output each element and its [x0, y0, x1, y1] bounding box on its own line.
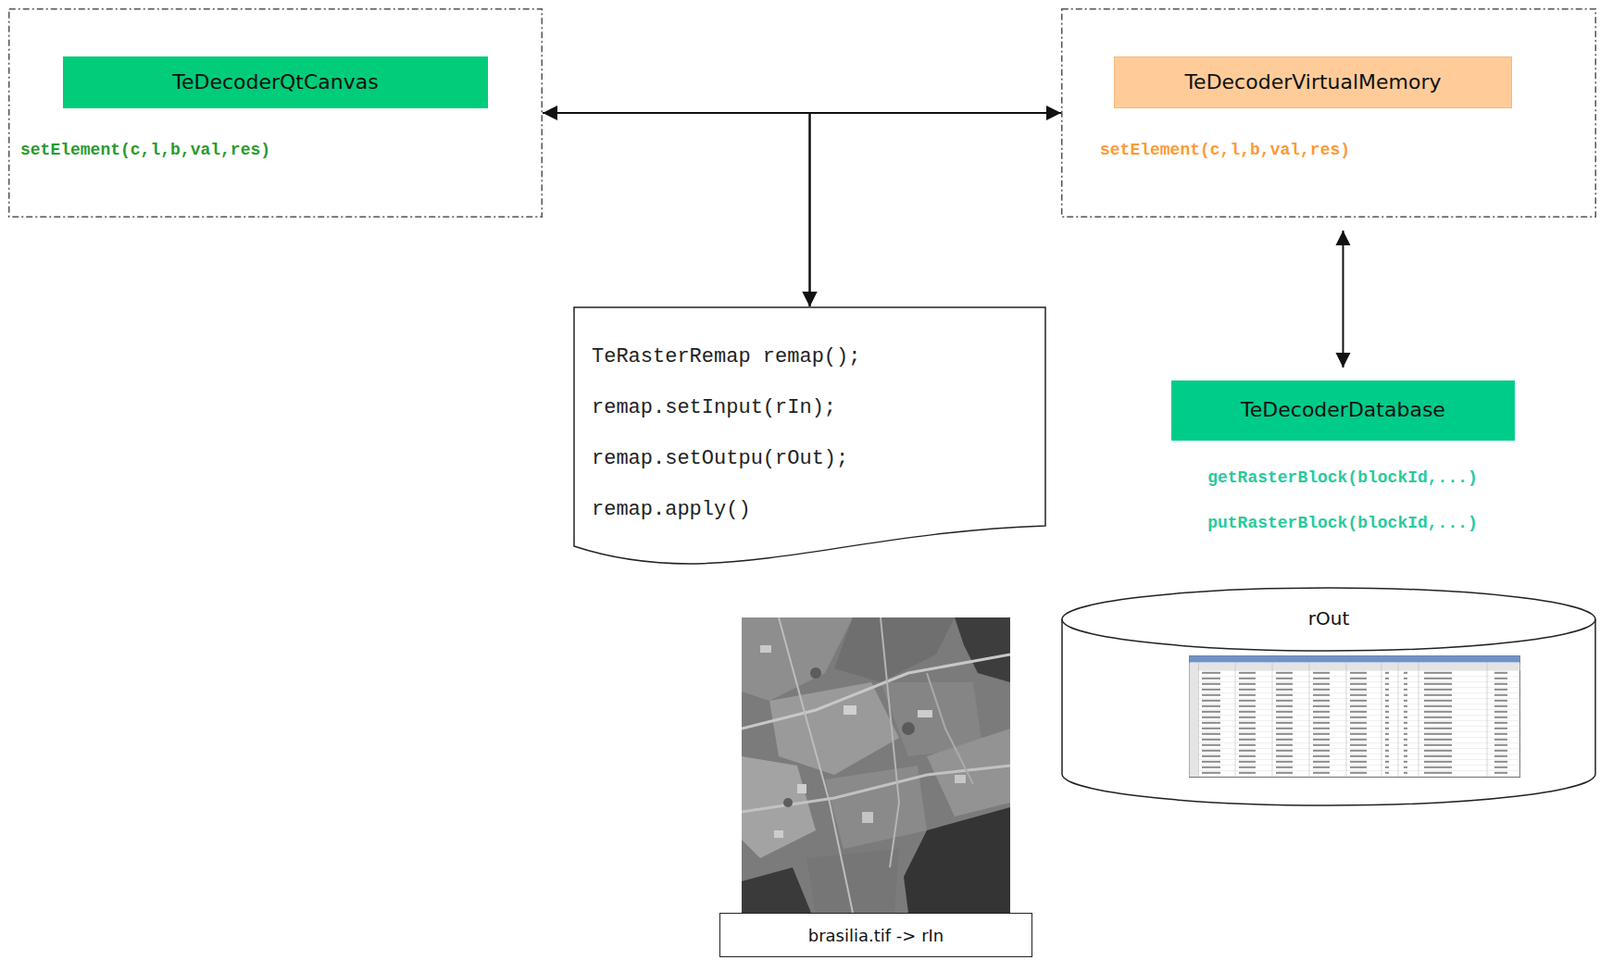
- code-note: TeRasterRemap remap(); remap.setInput(rIn…: [573, 306, 1047, 582]
- method-label: putRasterBlock(blockId,...): [1207, 513, 1478, 533]
- arrow-head: [802, 291, 818, 307]
- node-text: setElement(c,l,b,val,res): [1100, 140, 1350, 160]
- node-text: remap.setInput(rIn);: [591, 396, 837, 421]
- connector-line: [810, 112, 1063, 307]
- node-text: remap.setOutpu(rOut);: [591, 447, 849, 472]
- node-text: setElement(c,l,b,val,res): [20, 140, 271, 160]
- node-text: brasilia.tif -> rIn: [808, 925, 945, 946]
- node-text: TeRasterRemap remap();: [591, 345, 861, 370]
- node-text: TeDecoderQtCanvas: [172, 70, 379, 95]
- decoder-box: TeDecoderQtCanvas: [62, 56, 488, 109]
- decoder-box: TeDecoderDatabase: [1171, 380, 1515, 441]
- node-text: TeDecoderVirtualMemory: [1184, 70, 1441, 95]
- dashed-outline: [8, 8, 543, 218]
- decoder-group: setElement(c,l,b,val,res) TeDecoderQtCanv…: [8, 8, 543, 218]
- connector: [802, 112, 1063, 307]
- method-label: getRasterBlock(blockId,...): [1207, 468, 1478, 488]
- database-cylinder: rOut: [1061, 587, 1597, 807]
- table-screenshot: [1188, 655, 1521, 778]
- connector-line: [1342, 230, 1345, 368]
- arrow-head: [802, 291, 818, 307]
- satellite-image: [741, 617, 1011, 913]
- decoder-box: TeDecoderVirtualMemory: [1113, 56, 1513, 109]
- arrow-head: [1336, 352, 1351, 368]
- node-text: remap.apply(): [591, 498, 751, 523]
- node-text: TeDecoderDatabase: [1240, 398, 1446, 423]
- node-text: rOut: [1308, 607, 1350, 630]
- arrow-head: [1336, 230, 1351, 246]
- connector: [542, 112, 818, 307]
- connector-line: [542, 112, 811, 307]
- decoder-group: setElement(c,l,b,val,res) TeDecoderVirtua…: [1061, 8, 1597, 218]
- connector: [1336, 230, 1351, 368]
- file-label: brasilia.tif -> rIn: [719, 912, 1033, 958]
- dashed-outline: [1061, 8, 1597, 218]
